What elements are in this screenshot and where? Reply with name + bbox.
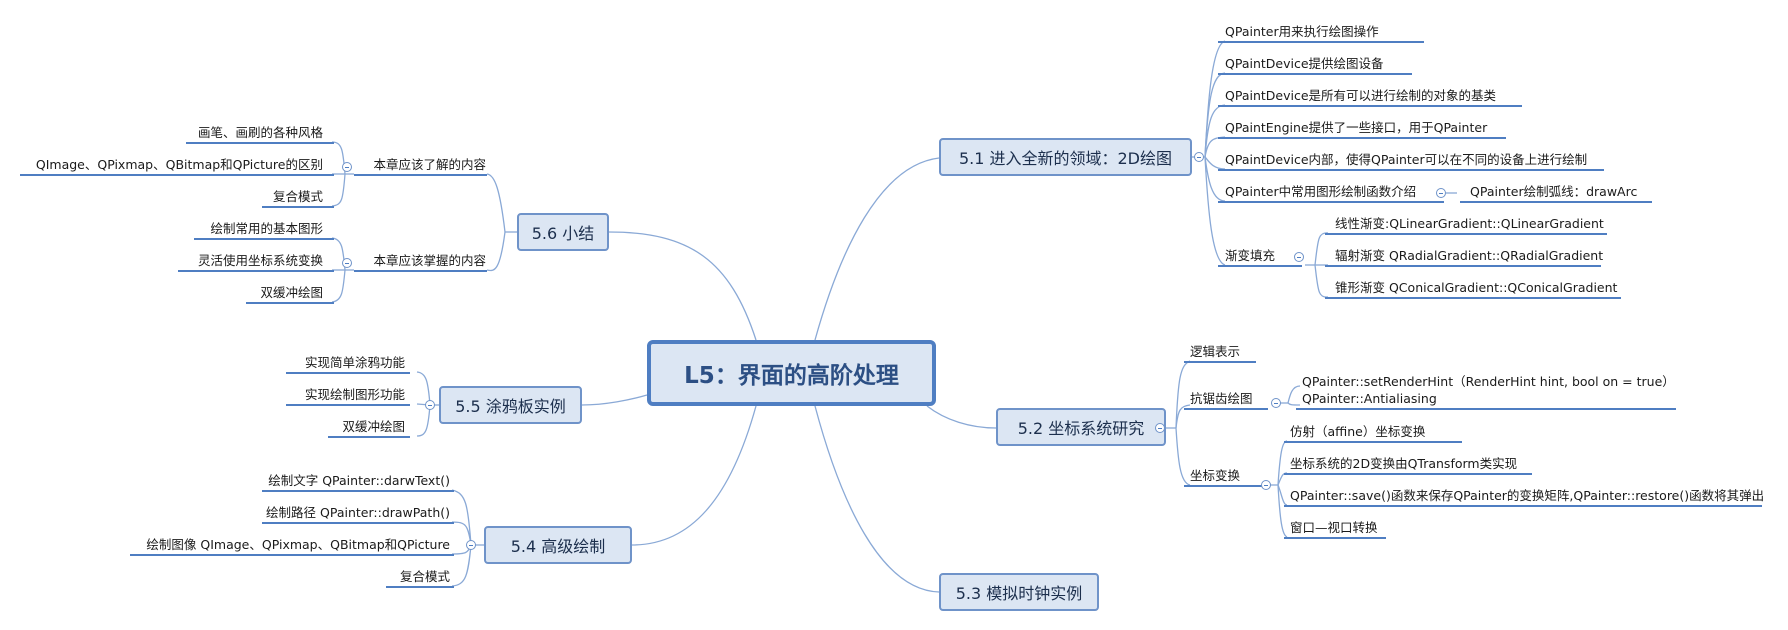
- leaf-underline: [354, 174, 487, 176]
- branch-5-3[interactable]: 5.3 模拟时钟实例: [939, 573, 1099, 611]
- branch-5-2-label: 5.2 坐标系统研究: [1017, 419, 1145, 438]
- leaf-underline: [1296, 408, 1676, 410]
- leaf-underline: [262, 522, 454, 524]
- leaf-underline: [328, 436, 410, 438]
- collapse-toggle-icon[interactable]: [1194, 152, 1204, 162]
- leaf-gradient-child[interactable]: 锥形渐变 QConicalGradient::QConicalGradient: [1335, 280, 1618, 295]
- branch-5-2[interactable]: 5.2 坐标系统研究: [996, 408, 1166, 446]
- collapse-toggle-icon[interactable]: [466, 540, 476, 550]
- leaf-transform-child[interactable]: QPainter::save()函数来保存QPainter的变换矩阵,QPain…: [1290, 488, 1765, 503]
- leaf-underline: [1218, 137, 1506, 139]
- leaf-underline: [130, 554, 454, 556]
- collapse-toggle-icon[interactable]: [342, 162, 352, 172]
- leaf-underline: [1218, 73, 1412, 75]
- leaf-underline: [1184, 408, 1268, 410]
- leaf-5-5-item[interactable]: 实现绘制图形功能: [304, 387, 405, 402]
- leaf-5-4-item[interactable]: 复合模式: [399, 569, 450, 584]
- leaf-master-child[interactable]: 双缓冲绘图: [260, 285, 323, 300]
- leaf-5-1-item[interactable]: QPainter用来执行绘图操作: [1225, 24, 1379, 39]
- leaf-underline: [1218, 41, 1424, 43]
- leaf-antialias-line1[interactable]: QPainter::setRenderHint（RenderHint hint,…: [1302, 374, 1675, 389]
- leaf-underline: [1218, 201, 1444, 203]
- collapse-toggle-icon[interactable]: [342, 258, 352, 268]
- leaf-underline: [262, 206, 334, 208]
- leaf-underline: [1284, 505, 1762, 507]
- leaf-5-2-transform[interactable]: 坐标变换: [1190, 468, 1241, 483]
- leaf-antialias-line2[interactable]: QPainter::Antialiasing: [1302, 391, 1437, 406]
- root-topic[interactable]: L5：界面的高阶处理: [647, 340, 936, 406]
- branch-5-1[interactable]: 5.1 进入全新的领域：2D绘图: [939, 138, 1192, 176]
- leaf-5-4-item[interactable]: 绘制图像 QImage、QPixmap、QBitmap和QPicture: [146, 537, 450, 552]
- leaf-gradient-child[interactable]: 线性渐变:QLinearGradient::QLinearGradient: [1335, 216, 1604, 231]
- leaf-underline: [286, 404, 410, 406]
- branch-5-4[interactable]: 5.4 高级绘制: [484, 526, 632, 564]
- collapse-toggle-icon[interactable]: [1155, 423, 1165, 433]
- collapse-toggle-icon[interactable]: [1436, 188, 1446, 198]
- collapse-toggle-icon[interactable]: [1261, 480, 1271, 490]
- leaf-underline: [1218, 169, 1604, 171]
- leaf-transform-child[interactable]: 仿射（affine）坐标变换: [1290, 424, 1426, 439]
- collapse-toggle-icon[interactable]: [1271, 398, 1281, 408]
- leaf-underline: [354, 270, 487, 272]
- leaf-master-child[interactable]: 灵活使用坐标系统变换: [197, 253, 323, 268]
- leaf-underline: [1184, 485, 1262, 487]
- leaf-5-5-item[interactable]: 双缓冲绘图: [342, 419, 405, 434]
- leaf-underline: [1184, 361, 1256, 363]
- leaf-underline: [1284, 473, 1532, 475]
- leaf-underline: [1284, 441, 1462, 443]
- leaf-underline: [20, 174, 334, 176]
- leaf-5-4-item[interactable]: 绘制路径 QPainter::drawPath(): [266, 505, 450, 520]
- leaf-underline: [262, 490, 454, 492]
- collapse-toggle-icon[interactable]: [1294, 252, 1304, 262]
- leaf-understand-child[interactable]: 复合模式: [272, 189, 323, 204]
- collapse-toggle-icon[interactable]: [425, 400, 435, 410]
- branch-5-6-label: 5.6 小结: [531, 224, 595, 243]
- leaf-underline: [1218, 265, 1302, 267]
- leaf-underline: [386, 586, 454, 588]
- branch-5-1-label: 5.1 进入全新的领域：2D绘图: [958, 149, 1173, 168]
- leaf-underline: [1460, 201, 1652, 203]
- leaf-5-1-shapes[interactable]: QPainter中常用图形绘制函数介绍: [1225, 184, 1417, 199]
- leaf-5-4-item[interactable]: 绘制文字 QPainter::darwText(): [268, 473, 450, 488]
- leaf-underline: [1284, 537, 1386, 539]
- root-topic-label: L5：界面的高阶处理: [684, 363, 899, 389]
- leaf-master-child[interactable]: 绘制常用的基本图形: [210, 221, 323, 236]
- branch-5-5[interactable]: 5.5 涂鸦板实例: [439, 386, 582, 424]
- leaf-understand-child[interactable]: 画笔、画刷的各种风格: [197, 125, 323, 140]
- leaf-transform-child[interactable]: 窗口—视口转换: [1290, 520, 1378, 535]
- leaf-underline: [286, 372, 410, 374]
- leaf-5-1-item[interactable]: QPaintDevice内部，使得QPainter可以在不同的设备上进行绘制: [1225, 152, 1588, 167]
- leaf-5-5-item[interactable]: 实现简单涂鸦功能: [304, 355, 405, 370]
- leaf-5-6-master[interactable]: 本章应该掌握的内容: [373, 253, 486, 268]
- leaf-5-6-understand[interactable]: 本章应该了解的内容: [373, 157, 486, 172]
- leaf-underline: [1325, 233, 1607, 235]
- leaf-5-1-shapes-child[interactable]: QPainter绘制弧线：drawArc: [1470, 184, 1638, 199]
- leaf-5-1-item[interactable]: QPaintEngine提供了一些接口，用于QPainter: [1225, 120, 1488, 135]
- leaf-underline: [186, 142, 334, 144]
- leaf-underline: [1218, 105, 1522, 107]
- leaf-5-2-logic[interactable]: 逻辑表示: [1190, 344, 1241, 359]
- branch-5-6[interactable]: 5.6 小结: [517, 213, 609, 251]
- leaf-gradient-child[interactable]: 辐射渐变 QRadialGradient::QRadialGradient: [1335, 248, 1604, 263]
- leaf-underline: [1325, 297, 1621, 299]
- branch-5-3-label: 5.3 模拟时钟实例: [955, 584, 1083, 603]
- branch-5-5-label: 5.5 涂鸦板实例: [455, 397, 566, 416]
- leaf-5-1-item[interactable]: QPaintDevice提供绘图设备: [1225, 56, 1384, 71]
- leaf-understand-child[interactable]: QImage、QPixmap、QBitmap和QPicture的区别: [35, 157, 323, 172]
- branch-5-4-label: 5.4 高级绘制: [510, 537, 606, 556]
- leaf-5-1-item[interactable]: QPaintDevice是所有可以进行绘制的对象的基类: [1225, 88, 1497, 103]
- leaf-underline: [1325, 265, 1601, 267]
- leaf-underline: [194, 238, 334, 240]
- leaf-underline: [178, 270, 334, 272]
- leaf-transform-child[interactable]: 坐标系统的2D变换由QTransform类实现: [1290, 456, 1518, 471]
- leaf-5-2-antialias[interactable]: 抗锯齿绘图: [1190, 391, 1253, 406]
- leaf-5-1-gradient[interactable]: 渐变填充: [1225, 248, 1276, 263]
- leaf-underline: [246, 302, 334, 304]
